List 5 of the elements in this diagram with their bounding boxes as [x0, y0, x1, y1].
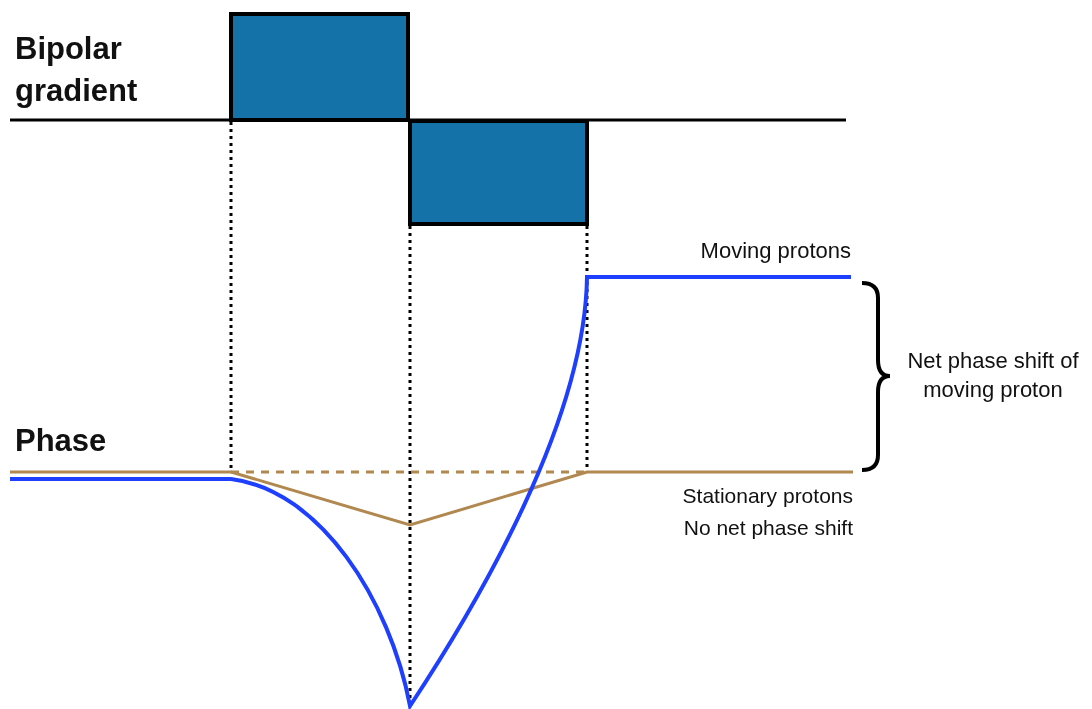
brace-label: Net phase shift of moving proton	[906, 347, 1080, 404]
curve-label: Moving protons	[699, 238, 851, 264]
axis-label: Phase	[15, 423, 107, 459]
curve-label: Stationary protons No net phase shift	[681, 483, 853, 541]
axis-label: Bipolar gradient	[15, 30, 139, 110]
